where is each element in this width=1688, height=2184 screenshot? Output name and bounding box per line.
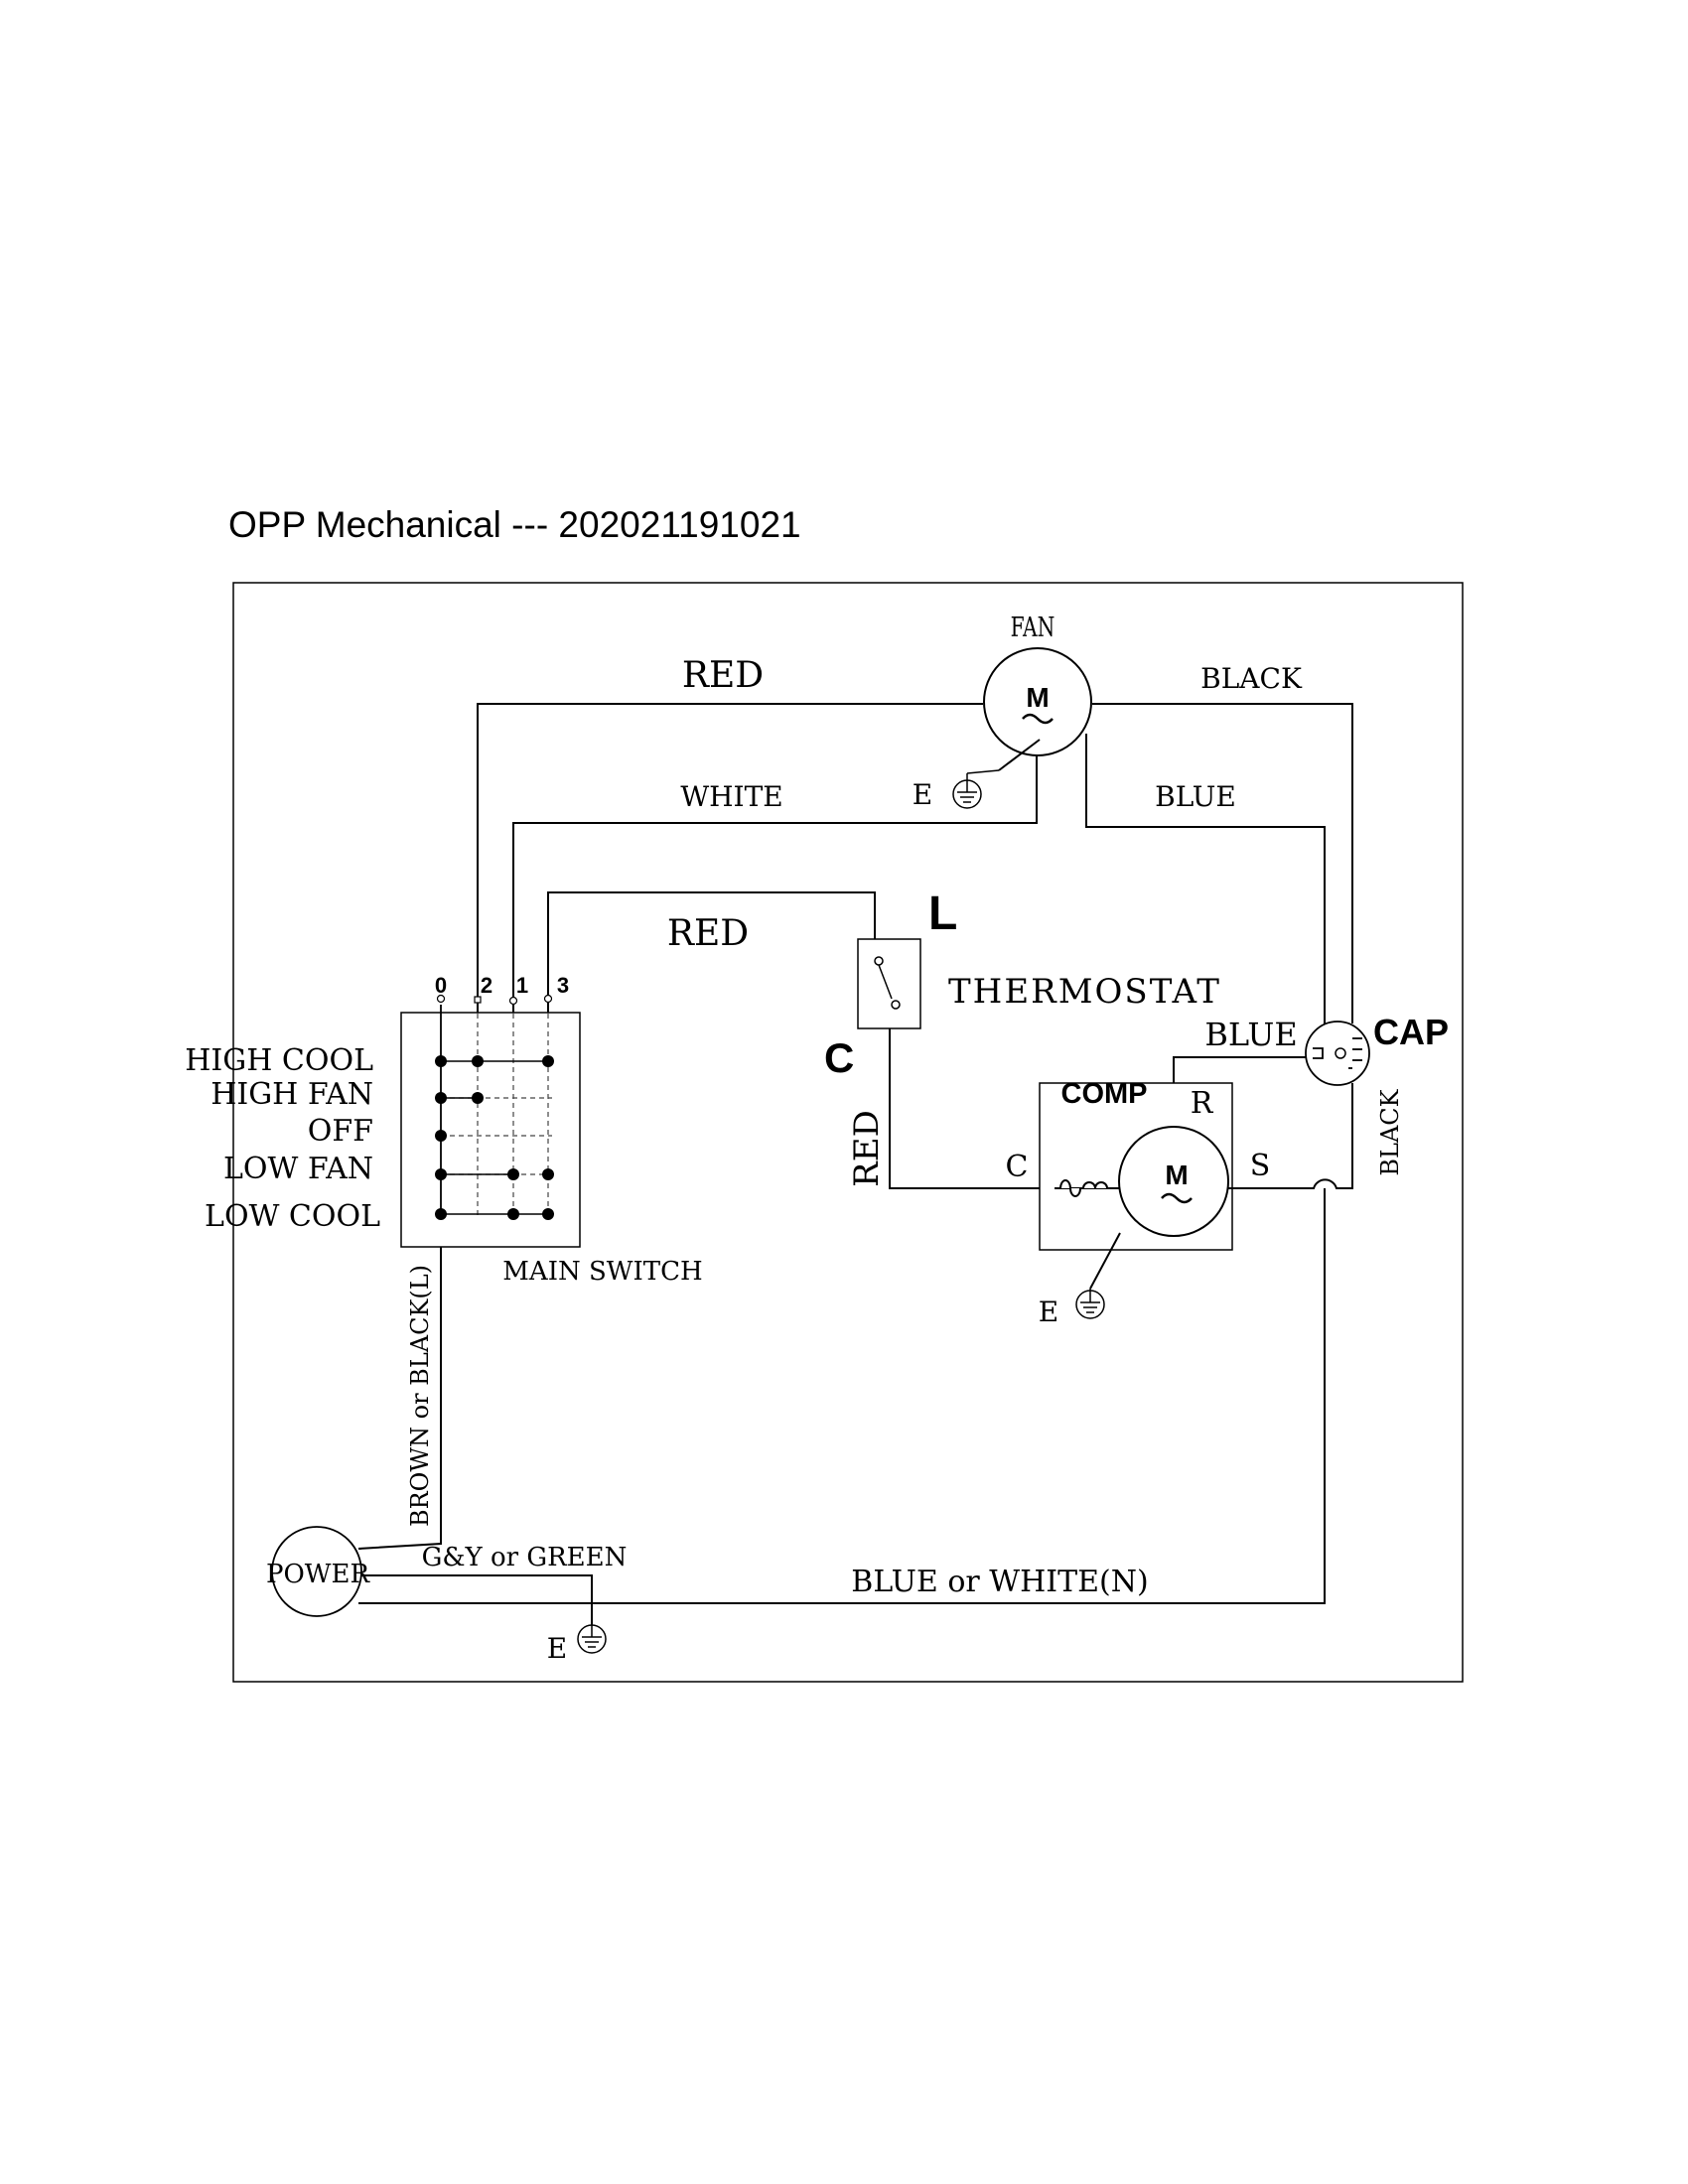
comp-ground-icon xyxy=(1075,1289,1105,1319)
compressor: M xyxy=(1039,1082,1233,1290)
switch-pos-low-fan: LOW FAN xyxy=(223,1152,373,1186)
power-ground-label: E xyxy=(547,1632,567,1665)
power-ground-wire xyxy=(358,1574,593,1628)
cap-black-wire xyxy=(1341,1083,1353,1189)
fan-ground-icon xyxy=(952,769,1000,809)
fan-black-label: BLACK xyxy=(1200,662,1303,695)
main-switch xyxy=(400,994,581,1248)
power-label: POWER xyxy=(266,1560,371,1589)
comp-motor-symbol: M xyxy=(1165,1160,1188,1190)
comp-terminal-s: S xyxy=(1250,1149,1271,1183)
fan-motor-symbol: M xyxy=(1026,682,1049,713)
power-line-label: BROWN or BLACK(L) xyxy=(406,1265,434,1527)
comp-terminal-r: R xyxy=(1191,1086,1214,1121)
thermostat-red-vertical-label: RED xyxy=(847,1110,887,1187)
fan-blue-wire xyxy=(1085,734,1326,1051)
fan-white-label: WHITE xyxy=(680,780,782,813)
thermostat-label: THERMOSTAT xyxy=(948,972,1221,1012)
thermostat-terminal-c: C xyxy=(824,1034,854,1081)
thermostat-to-comp-red-wire xyxy=(889,1028,1055,1189)
fan-red-wire xyxy=(477,703,983,1013)
fan-motor: M xyxy=(983,647,1092,823)
main-switch-label: MAIN SWITCH xyxy=(502,1257,702,1287)
thermostat-red-wire xyxy=(547,891,876,1013)
switch-pos-low-cool: LOW COOL xyxy=(205,1199,380,1234)
thermostat-red-label: RED xyxy=(667,913,749,954)
diagram-frame xyxy=(232,582,1464,1683)
fan-ground-label: E xyxy=(913,778,932,811)
comp-label: COMP xyxy=(1061,1078,1148,1110)
power-ground-wire-label: G&Y or GREEN xyxy=(422,1543,628,1572)
line-wire xyxy=(357,1216,442,1550)
switch-pos-high-fan: HIGH FAN xyxy=(211,1077,373,1112)
thermostat-terminal-l: L xyxy=(928,887,957,940)
switch-terminal-3: 3 xyxy=(557,973,569,998)
switch-pos-off: OFF xyxy=(308,1114,373,1149)
switch-terminal-2: 2 xyxy=(481,973,492,998)
page-title: OPP Mechanical --- 202021191021 xyxy=(228,504,801,545)
cap-black-label: BLACK xyxy=(1376,1088,1404,1175)
comp-r-blue-label: BLUE xyxy=(1204,1016,1297,1053)
switch-terminal-0: 0 xyxy=(435,973,447,998)
capacitor-icon xyxy=(1305,1021,1370,1086)
cap-label: CAP xyxy=(1373,1012,1449,1052)
thermostat xyxy=(857,938,921,1029)
fan-blue-label: BLUE xyxy=(1155,780,1236,813)
power-neutral-label: BLUE or WHITE(N) xyxy=(851,1565,1148,1599)
switch-terminal-1: 1 xyxy=(516,973,528,998)
comp-terminal-c: C xyxy=(1006,1150,1029,1184)
power-plug xyxy=(271,1526,362,1617)
fan-black-wire xyxy=(1092,703,1353,1024)
neutral-wire xyxy=(358,1188,1326,1604)
comp-ground-label: E xyxy=(1039,1296,1058,1328)
power-ground-icon xyxy=(577,1624,607,1654)
fan-label: FAN xyxy=(1011,612,1055,643)
switch-pos-high-cool: HIGH COOL xyxy=(185,1043,373,1078)
fan-red-label: RED xyxy=(682,655,764,696)
comp-s-wire xyxy=(1227,1178,1341,1189)
